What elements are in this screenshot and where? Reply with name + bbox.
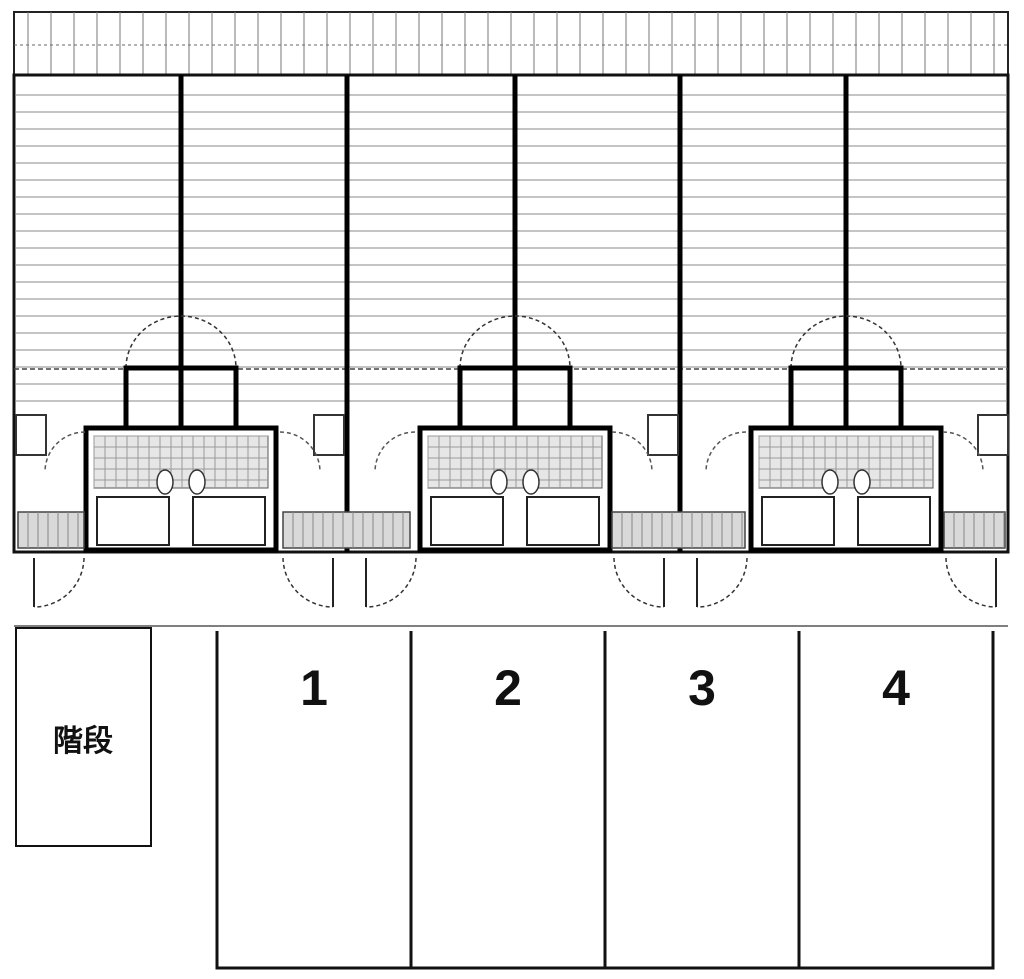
bathtub xyxy=(430,496,504,546)
door-swing xyxy=(44,431,86,473)
toilet xyxy=(522,469,540,495)
fridge xyxy=(313,414,345,456)
door-swing xyxy=(705,431,747,473)
balcony-strip xyxy=(13,11,1009,76)
bathtub xyxy=(192,496,266,546)
door-swing xyxy=(33,557,85,608)
fridge xyxy=(977,414,1009,456)
toilet xyxy=(156,469,174,495)
door-swing xyxy=(279,431,321,473)
door-swing xyxy=(790,315,902,369)
door-swing xyxy=(459,315,571,369)
bathtub xyxy=(857,496,931,546)
apartment-units xyxy=(12,73,1010,554)
parking-area: 1 2 3 4 xyxy=(215,631,995,970)
parking-space-number: 2 xyxy=(494,660,522,716)
toilet xyxy=(490,469,508,495)
door-swing xyxy=(374,431,416,473)
door-swing xyxy=(696,557,748,608)
bathtub xyxy=(526,496,600,546)
door-swing xyxy=(365,557,417,608)
fridge xyxy=(15,414,47,456)
door-swing xyxy=(945,557,997,608)
parking-space-number: 3 xyxy=(688,660,716,716)
door-swing xyxy=(125,315,237,369)
door-swing xyxy=(942,431,984,473)
bathroom-core xyxy=(417,315,613,553)
core-wall xyxy=(123,365,239,428)
bathroom-core xyxy=(83,315,279,553)
kitchen-counter xyxy=(611,511,746,549)
toilet xyxy=(821,469,839,495)
door-swing xyxy=(611,431,653,473)
toilet xyxy=(853,469,871,495)
kitchen-counter xyxy=(282,511,411,549)
kitchen-counter xyxy=(17,511,85,549)
corridor xyxy=(14,557,1008,627)
tile-grid xyxy=(93,435,269,489)
bathtub xyxy=(96,496,170,546)
door-swing xyxy=(282,557,334,608)
door-swing xyxy=(613,557,665,608)
stair: 階段 xyxy=(15,627,152,847)
bathtub xyxy=(761,496,835,546)
fridge xyxy=(647,414,679,456)
stair-label: 階段 xyxy=(53,724,113,759)
bathroom-core xyxy=(748,315,944,553)
parking-space-number: 1 xyxy=(300,660,328,716)
core-wall xyxy=(788,365,904,428)
tile-grid xyxy=(427,435,603,489)
toilet xyxy=(188,469,206,495)
core-wall xyxy=(457,365,573,428)
stair-outline xyxy=(15,627,152,847)
parking-space-number: 4 xyxy=(882,660,910,716)
